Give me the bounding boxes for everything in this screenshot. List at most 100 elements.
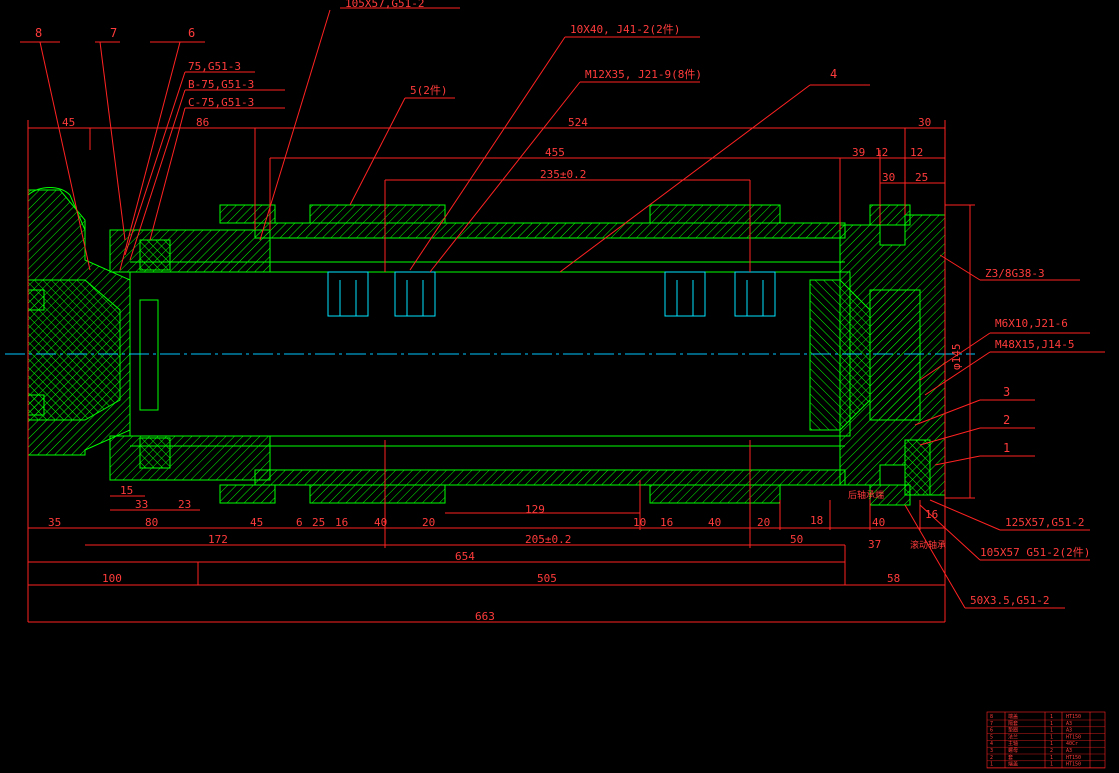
callout-m48x15: M48X15,J14-5 — [995, 338, 1074, 351]
title-block-cell: 套 — [1008, 754, 1013, 761]
callout-7: 7 — [110, 26, 117, 40]
dim-205: 205±0.2 — [525, 533, 571, 546]
title-block-cell: 1 — [1050, 734, 1053, 740]
title-block-cell: 2 — [990, 755, 993, 761]
dim-37: 37 — [868, 538, 881, 551]
title-block-cell: 4 — [990, 741, 993, 747]
title-block-cell: HT150 — [1066, 755, 1081, 761]
callout-4: 4 — [830, 67, 837, 81]
title-block-cell: HT150 — [1066, 762, 1081, 768]
dim-45-bottom: 45 — [250, 516, 263, 529]
callout-c75-g51: C-75,G51-3 — [188, 96, 254, 109]
dim-30-mid: 30 — [882, 171, 895, 184]
callout-10x40: 10X40, J41-2(2件) — [570, 23, 680, 36]
title-block-cell: 1 — [990, 762, 993, 768]
dim-40-c: 40 — [872, 516, 885, 529]
title-block — [986, 711, 1106, 769]
title-block-cell: 2 — [1050, 748, 1053, 754]
title-block-cell: 端盖 — [1008, 713, 1018, 720]
dim-505: 505 — [537, 572, 557, 585]
dim-16-a: 16 — [335, 516, 348, 529]
dim-86: 86 — [196, 116, 209, 129]
dim-40-a: 40 — [374, 516, 387, 529]
title-block-cell: 端盖 — [1008, 761, 1018, 768]
title-block-cell: 法兰 — [1008, 733, 1018, 740]
dim-58: 58 — [887, 572, 900, 585]
dim-235: 235±0.2 — [540, 168, 586, 181]
title-block-cell: 隔套 — [1008, 720, 1018, 727]
title-block-cell: 1 — [1050, 755, 1053, 761]
title-block-cell: 主轴 — [1008, 740, 1018, 747]
dim-16-c: 16 — [925, 508, 938, 521]
callouts: 8 7 6 75,G51-3 B-75,G51-3 C-75,G51-3 105… — [35, 0, 1090, 607]
title-block-cell: 6 — [990, 728, 993, 734]
bearings — [327, 271, 776, 317]
title-block-cell: 3 — [990, 748, 993, 754]
dim-129: 129 — [525, 503, 545, 516]
dim-20-b: 20 — [757, 516, 770, 529]
callout-phi145: φ145 — [950, 344, 963, 371]
dim-18: 18 — [810, 514, 823, 527]
title-block-cell: 8 — [990, 714, 993, 720]
dim-654: 654 — [455, 550, 475, 563]
dim-35: 35 — [48, 516, 61, 529]
callout-m6x10: M6X10,J21-6 — [995, 317, 1068, 330]
dimension-values: 45 86 524 455 235±0.2 30 39 12 12 30 25 … — [48, 116, 938, 623]
dim-455: 455 — [545, 146, 565, 159]
title-block-cell: 5 — [990, 734, 993, 740]
note-rear-bearing: 后轴承端 — [848, 489, 884, 501]
notes: 后轴承端 滚动轴承 — [848, 489, 946, 551]
callout-m12x35: M12X35, J21-9(8件) — [585, 68, 702, 81]
callout-105x57-bottom: 105X57 G51-2(2件) — [980, 546, 1090, 559]
dim-50: 50 — [790, 533, 803, 546]
callout-z3-8g38: Z3/8G38-3 — [985, 267, 1045, 280]
dim-100: 100 — [102, 572, 122, 585]
title-block-cell: 1 — [1050, 721, 1053, 727]
dimension-lines — [20, 7, 1105, 623]
dim-30-top: 30 — [918, 116, 931, 129]
title-block-cell: 1 — [1050, 741, 1053, 747]
dim-40-b: 40 — [708, 516, 721, 529]
dim-39: 39 — [852, 146, 865, 159]
callout-1: 1 — [1003, 441, 1010, 455]
dim-12-a: 12 — [875, 146, 888, 159]
dim-45: 45 — [62, 116, 75, 129]
spindle-assembly-outline — [27, 187, 946, 506]
callout-2: 2 — [1003, 413, 1010, 427]
dim-6: 6 — [296, 516, 303, 529]
note-rolling-bearing: 滚动轴承 — [910, 539, 946, 551]
dim-25: 25 — [915, 171, 928, 184]
title-block-cell: 7 — [990, 721, 993, 727]
title-block-cell: 40Cr — [1066, 741, 1078, 747]
callout-105x57-top: 105X57,G51-2 — [345, 0, 424, 10]
dim-23: 23 — [178, 498, 191, 511]
dim-16-b: 16 — [660, 516, 673, 529]
title-block-cell: 螺母 — [1008, 747, 1018, 754]
title-block-cell: HT150 — [1066, 714, 1081, 720]
title-block-cell: A3 — [1066, 721, 1072, 727]
dim-25-bottom: 25 — [312, 516, 325, 529]
callout-3: 3 — [1003, 385, 1010, 399]
callout-8: 8 — [35, 26, 42, 40]
dim-20-a: 20 — [422, 516, 435, 529]
callout-50x35: 50X3.5,G51-2 — [970, 594, 1049, 607]
dim-172: 172 — [208, 533, 228, 546]
dim-524: 524 — [568, 116, 588, 129]
callout-b75-g51: B-75,G51-3 — [188, 78, 254, 91]
callout-75-g51: 75,G51-3 — [188, 60, 241, 73]
dim-15: 15 — [120, 484, 133, 497]
callout-5: 5(2件) — [410, 84, 448, 97]
callout-125x57: 125X57,G51-2 — [1005, 516, 1084, 529]
title-block-cell: A3 — [1066, 748, 1072, 754]
dim-10: 10 — [633, 516, 646, 529]
title-block-cell: 1 — [1050, 762, 1053, 768]
title-block-cell: HT150 — [1066, 734, 1081, 740]
title-block-cell: A3 — [1066, 728, 1072, 734]
title-block-cell: 1 — [1050, 728, 1053, 734]
dim-12-b: 12 — [910, 146, 923, 159]
dim-33: 33 — [135, 498, 148, 511]
dim-663: 663 — [475, 610, 495, 623]
